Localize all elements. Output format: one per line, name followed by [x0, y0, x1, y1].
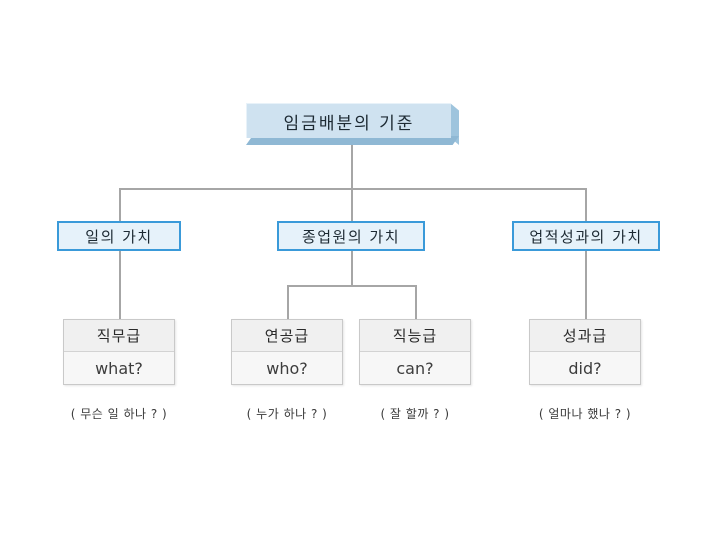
- caption-skill-pay: ( 잘 할까 ? ): [380, 407, 450, 421]
- level3-node-korean-row: 성과급: [530, 320, 640, 352]
- level3-node-skill-pay[interactable]: 직능급 can?: [359, 319, 471, 385]
- level3-node-korean-row: 연공급: [232, 320, 342, 352]
- level3-node-korean-row: 직능급: [360, 320, 470, 352]
- connector-drop-level2-2: [351, 188, 353, 221]
- level3-node-english-label: who?: [266, 358, 308, 378]
- level3-node-english-label: can?: [396, 358, 434, 378]
- level3-node-korean-row: 직무급: [64, 320, 174, 352]
- level2-node-performance-value[interactable]: 업적성과의 가치: [512, 221, 660, 251]
- caption-job-pay: ( 무슨 일 하나 ? ): [70, 407, 168, 421]
- level2-node-label: 일의 가치: [85, 227, 153, 246]
- connector-branch-2-stem: [351, 251, 353, 286]
- connector-level2-bus: [119, 188, 587, 190]
- level3-node-korean-label: 연공급: [264, 327, 310, 345]
- level3-node-english-label: did?: [568, 358, 602, 378]
- level3-node-english-row: who?: [232, 352, 342, 384]
- root-node-shadow-bottom: [246, 136, 459, 145]
- connector-branch-1: [119, 251, 121, 319]
- root-node-shadow-right: [450, 103, 459, 145]
- level2-node-label: 종업원의 가치: [301, 227, 401, 246]
- connector-branch-2-right: [415, 285, 417, 319]
- level3-node-korean-label: 직능급: [392, 327, 438, 345]
- level2-node-label: 업적성과의 가치: [529, 227, 643, 246]
- level3-node-seniority-pay[interactable]: 연공급 who?: [231, 319, 343, 385]
- level3-node-english-label: what?: [95, 358, 143, 378]
- root-node-label: 임금배분의 기준: [283, 113, 415, 134]
- connector-root-stem: [351, 145, 353, 189]
- root-node[interactable]: 임금배분의 기준: [246, 103, 459, 145]
- level3-node-korean-label: 직무급: [96, 327, 142, 345]
- connector-branch-2-bus: [287, 285, 417, 287]
- level3-node-job-pay[interactable]: 직무급 what?: [63, 319, 175, 385]
- level2-node-employee-value[interactable]: 종업원의 가치: [277, 221, 425, 251]
- level3-node-english-row: what?: [64, 352, 174, 384]
- caption-seniority-pay: ( 누가 하나 ? ): [246, 407, 328, 421]
- caption-performance-pay: ( 얼마나 했나 ? ): [538, 407, 632, 421]
- connector-branch-2-left: [287, 285, 289, 319]
- level3-node-english-row: can?: [360, 352, 470, 384]
- connector-drop-level2-1: [119, 188, 121, 221]
- level3-node-english-row: did?: [530, 352, 640, 384]
- root-node-face: 임금배분의 기준: [246, 103, 451, 138]
- connector-drop-level2-3: [585, 188, 587, 221]
- level3-node-performance-pay[interactable]: 성과급 did?: [529, 319, 641, 385]
- connector-branch-3: [585, 251, 587, 319]
- level2-node-work-value[interactable]: 일의 가치: [57, 221, 181, 251]
- level3-node-korean-label: 성과급: [562, 327, 608, 345]
